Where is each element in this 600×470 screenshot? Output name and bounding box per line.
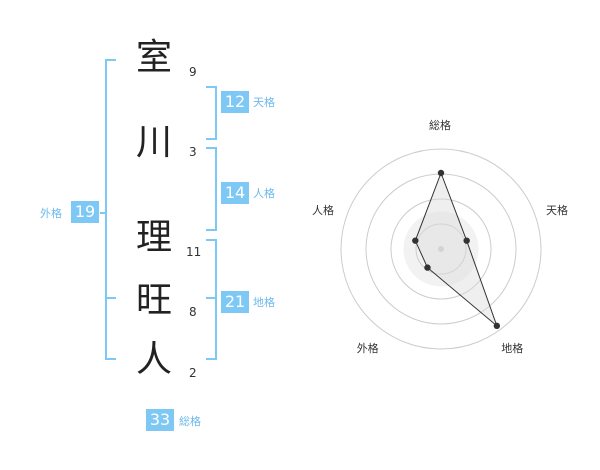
name-char-3: 理: [135, 217, 172, 258]
radar-ring: [390, 198, 492, 300]
jinkaku-value: 14: [221, 182, 249, 204]
gaikaku-label: 外格: [40, 207, 62, 220]
radar-point: [412, 237, 419, 244]
gaikaku-value: 19: [71, 201, 99, 223]
radar-polygon: [414, 171, 498, 328]
radar-ring: [340, 148, 542, 350]
radar-axis-label: 人格: [312, 203, 335, 217]
chikaku-label: 地格: [253, 296, 275, 309]
radar-center-dot: [438, 246, 444, 252]
name-char-5: 人: [135, 339, 172, 380]
stroke-count-4: 8: [189, 305, 197, 319]
radar-point: [493, 322, 501, 330]
chikaku-value: 21: [221, 291, 249, 313]
chikaku-bracket: [206, 239, 217, 360]
name-char-4: 旺: [135, 280, 172, 321]
radar-axis-label: 地格: [501, 341, 524, 355]
stroke-count-3: 11: [186, 245, 202, 259]
stroke-count-1: 9: [189, 65, 197, 79]
radar-point: [437, 169, 445, 177]
soukaku-value: 33: [146, 409, 174, 431]
tenkaku-label: 天格: [253, 96, 275, 109]
tenkaku-value: 12: [221, 91, 249, 113]
stroke-count-5: 2: [189, 366, 197, 380]
stroke-count-2: 3: [189, 145, 197, 159]
radar-point: [424, 264, 431, 271]
radar-axis-label: 外格: [356, 341, 379, 355]
tenkaku-bracket: [206, 86, 217, 140]
radar-axis-label: 総格: [429, 119, 451, 132]
name-char-1: 室: [135, 37, 172, 78]
soukaku-label: 総格: [179, 415, 201, 428]
jinkaku-bracket: [206, 147, 217, 231]
radar-point: [463, 237, 470, 244]
radar-ring: [415, 223, 467, 275]
name-char-2: 川: [135, 122, 172, 163]
radar-axis-label: 天格: [545, 203, 568, 217]
jinkaku-label: 人格: [253, 187, 275, 200]
gaikaku-bracket: [105, 59, 116, 360]
